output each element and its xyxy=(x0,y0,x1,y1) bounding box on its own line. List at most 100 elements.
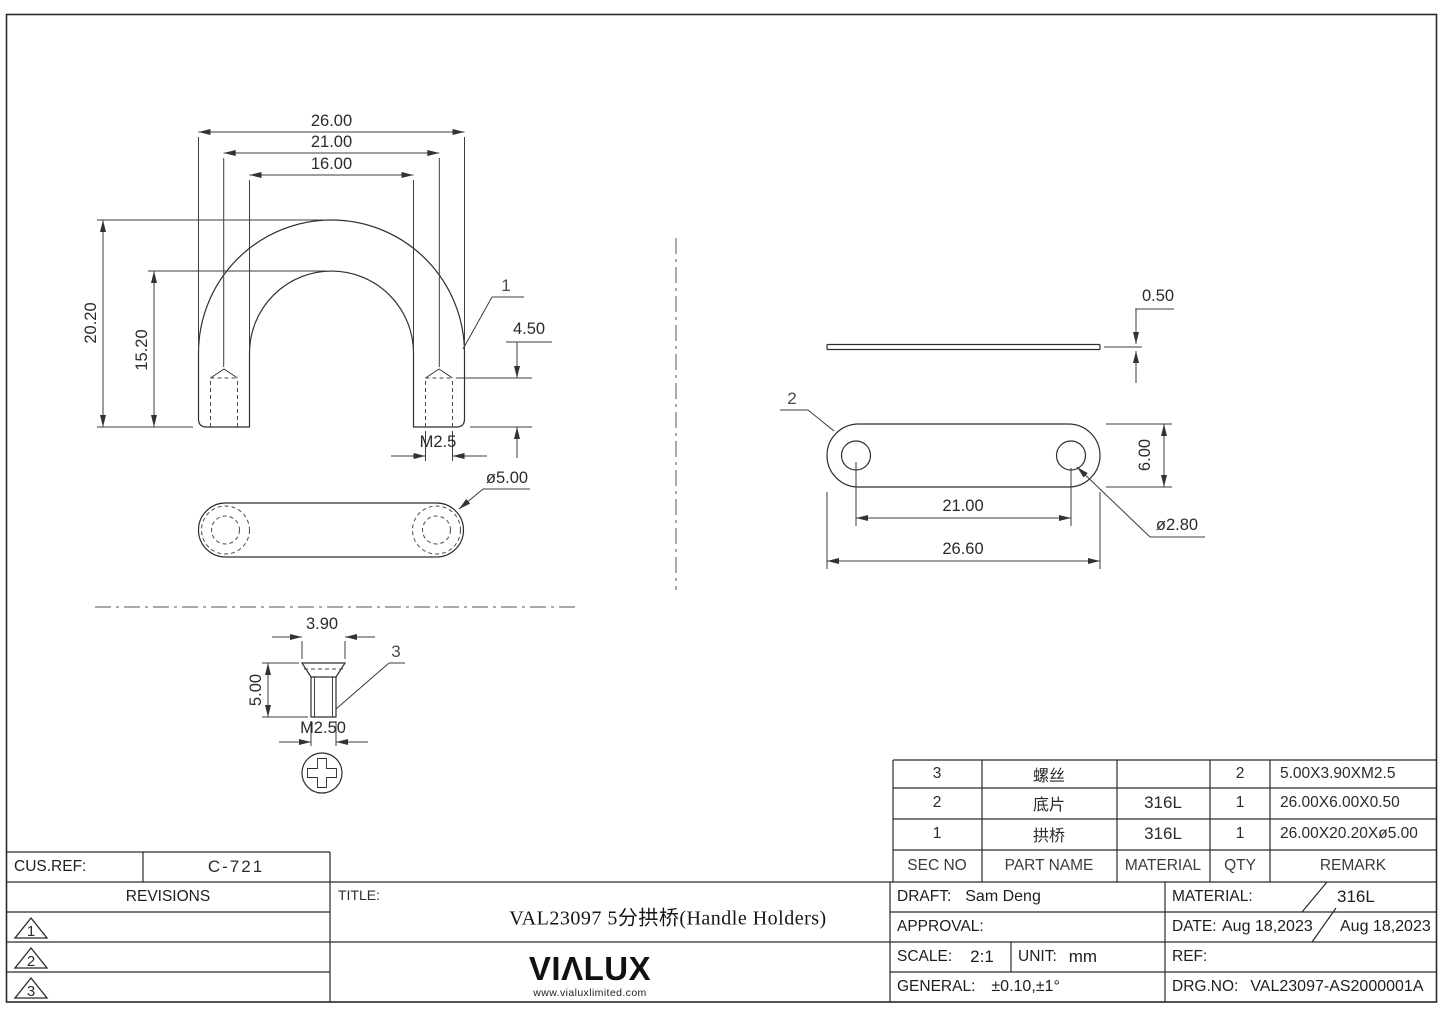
title-block-grid xyxy=(6,851,1437,1002)
balloon-3: 3 xyxy=(391,642,400,661)
dim-screw-head: 3.90 xyxy=(272,615,375,659)
drawing-title: VAL23097 5分拱桥(Handle Holders) xyxy=(509,907,827,930)
dim-text-1520: 15.20 xyxy=(133,329,151,370)
bom-header-remark: REMARK xyxy=(1319,857,1387,874)
draft-label: DRAFT: xyxy=(897,888,952,905)
dim-text-dia5: ø5.00 xyxy=(486,469,528,487)
dim-text-m250: M2.50 xyxy=(300,719,346,737)
bom-cell-material-r2: 316L xyxy=(1144,793,1182,812)
dim-plate-length: 26.60 xyxy=(826,492,1101,569)
dim-text-050: 0.50 xyxy=(1142,287,1174,305)
dim-plate-hole-spacing: 21.00 xyxy=(855,462,1072,526)
dim-text-26: 26.00 xyxy=(311,112,352,130)
dim-text-2100: 21.00 xyxy=(942,497,983,515)
bom-header-part: PART NAME xyxy=(1004,857,1094,874)
material-revision-slash xyxy=(1301,881,1328,913)
bom-cell-remark-r1: 5.00X3.90XM2.5 xyxy=(1280,765,1396,782)
dim-arch-inner-width: 16.00 xyxy=(249,155,414,351)
general-value: ±0.10,±1° xyxy=(991,978,1060,995)
dim-text-600: 6.00 xyxy=(1136,439,1154,471)
dim-rod-diameter: ø5.00 xyxy=(458,469,530,510)
bom-cell-part-r2: 底片 xyxy=(1032,797,1066,814)
dim-text-m25: M2.5 xyxy=(420,433,457,451)
plate-top-view xyxy=(826,423,1101,488)
dim-text-2660: 26.60 xyxy=(942,540,983,558)
unit-value: mm xyxy=(1068,947,1098,966)
scale-label: SCALE: xyxy=(897,948,953,965)
cus-ref-label: CUS.REF: xyxy=(14,858,87,875)
dim-thread-size-arch: M2.5 xyxy=(391,431,487,461)
dim-plate-hole-dia: ø2.80 xyxy=(1076,466,1205,538)
unit-label: UNIT: xyxy=(1018,948,1057,965)
sheet-border xyxy=(5,13,1438,1003)
arch-front-view xyxy=(197,219,466,428)
bom-cell-secno-r2: 2 xyxy=(932,794,942,811)
revision-triangle-icon: 3 xyxy=(13,976,49,1000)
date-revision-slash xyxy=(1311,907,1337,943)
svg-text:3: 3 xyxy=(27,983,35,1000)
drg-no-value: VAL23097-AS2000001A xyxy=(1250,978,1424,995)
bom-cell-qty-r1: 2 xyxy=(1235,765,1245,782)
bom-header-qty: QTY xyxy=(1224,857,1256,874)
revisions-header: REVISIONS xyxy=(125,888,211,905)
bom-grid xyxy=(892,759,1437,882)
bom-cell-part-r3: 拱桥 xyxy=(1032,828,1066,845)
draft-value: Sam Deng xyxy=(965,888,1041,905)
bom-cell-secno-r1: 3 xyxy=(932,765,942,782)
general-label: GENERAL: xyxy=(897,978,976,995)
bom-cell-part-r1: 螺丝 xyxy=(1032,768,1066,785)
revision-triangle-icon: 2 xyxy=(13,946,49,970)
svg-text:2: 2 xyxy=(27,953,35,970)
dim-text-2020: 20.20 xyxy=(82,302,100,343)
screw-side-view xyxy=(300,662,347,718)
bom-cell-secno-r3: 1 xyxy=(932,825,942,842)
dim-text-dia280: ø2.80 xyxy=(1156,516,1198,534)
bom-cell-qty-r2: 1 xyxy=(1235,794,1245,811)
phillips-cross xyxy=(307,758,337,788)
balloon-2-leader: 2 xyxy=(780,389,835,432)
scale-value: 2:1 xyxy=(970,947,994,966)
date-value-2: Aug 18,2023 xyxy=(1340,918,1431,935)
date-value-1: Aug 18,2023 xyxy=(1222,918,1313,935)
dim-screw-length: 5.00 xyxy=(247,662,308,718)
vialux-website: www.vialuxlimited.com xyxy=(533,987,647,999)
dim-arch-inner-height: 15.20 xyxy=(133,270,327,427)
date-label: DATE: xyxy=(1172,918,1217,935)
bom-cell-remark-r3: 26.00X20.20Xø5.00 xyxy=(1280,825,1418,842)
material-label: MATERIAL: xyxy=(1172,888,1253,905)
balloon-1: 1 xyxy=(501,276,510,295)
balloon-1-leader: 1 xyxy=(462,276,524,350)
dim-plate-width: 6.00 xyxy=(1106,423,1172,488)
drg-no-label: DRG.NO: xyxy=(1172,978,1239,995)
dim-text-21: 21.00 xyxy=(311,133,352,151)
dim-arch-outer-width: 26.00 xyxy=(198,112,465,351)
dim-arch-mid-width: 21.00 xyxy=(223,133,440,367)
arch-bottom-view xyxy=(197,502,465,558)
bom-header-material: MATERIAL xyxy=(1124,857,1202,874)
bom-cell-remark-r2: 26.00X6.00X0.50 xyxy=(1280,794,1400,811)
cus-ref-value: C-721 xyxy=(207,857,265,876)
plate-side-view xyxy=(826,343,1142,351)
vialux-logo: VIΛLUX xyxy=(528,950,652,987)
dim-text-390: 3.90 xyxy=(306,615,338,633)
dim-text-500: 5.00 xyxy=(247,674,265,706)
svg-text:1: 1 xyxy=(27,923,35,940)
bom-header-secno: SEC NO xyxy=(907,857,967,874)
bom-cell-qty-r3: 1 xyxy=(1235,825,1245,842)
title-label: TITLE: xyxy=(338,887,381,903)
dim-plate-thickness: 0.50 xyxy=(1133,287,1174,383)
bom-cell-material-r3: 316L xyxy=(1144,824,1182,843)
revision-mark-1: 1 xyxy=(13,916,49,945)
dim-screw-thread: M2.50 xyxy=(279,719,368,746)
material-value: 316L xyxy=(1337,887,1375,906)
dim-text-16: 16.00 xyxy=(311,155,352,173)
ref-label: REF: xyxy=(1172,948,1208,965)
balloon-2: 2 xyxy=(787,389,796,408)
revision-mark-3: 3 xyxy=(13,976,49,1005)
dim-text-450: 4.50 xyxy=(513,320,545,338)
screw-head-view xyxy=(301,752,343,794)
revision-triangle-icon: 1 xyxy=(13,916,49,940)
dim-thread-depth: 4.50 xyxy=(456,320,552,458)
